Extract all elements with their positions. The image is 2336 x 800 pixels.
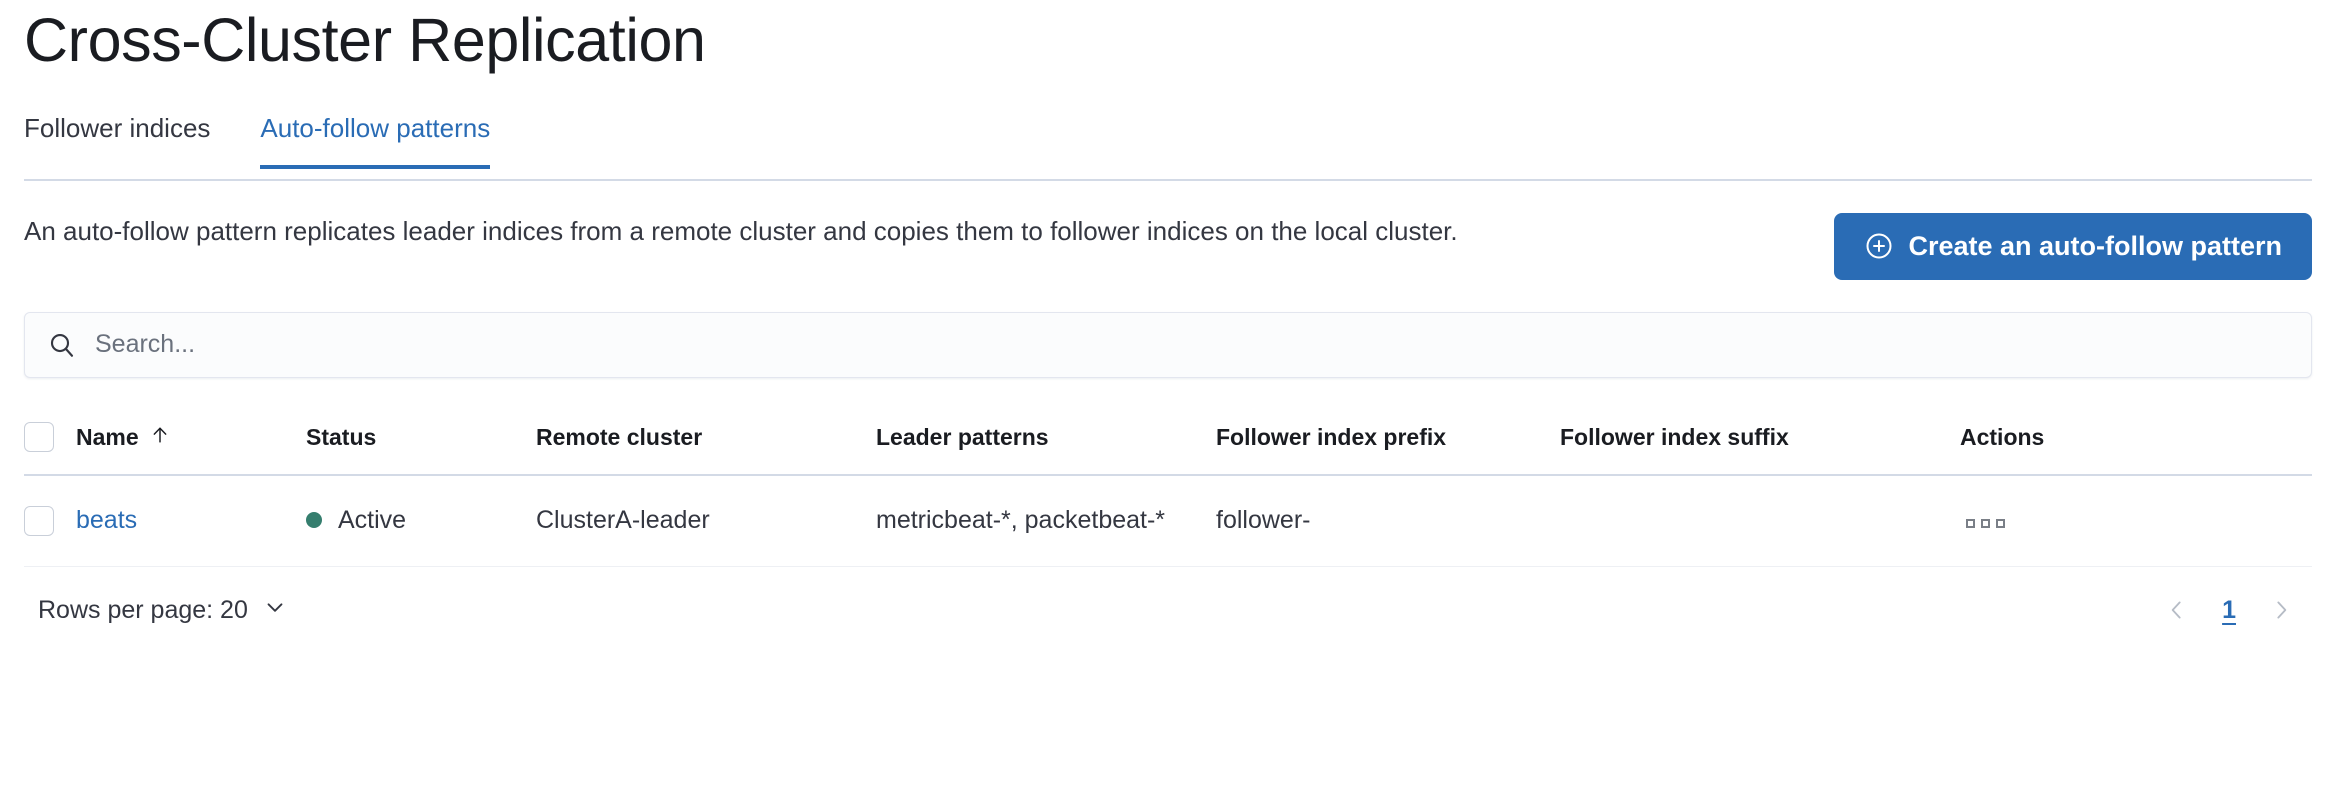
chevron-down-icon: [262, 594, 288, 627]
search-input[interactable]: [95, 312, 2289, 377]
status-label: Active: [338, 505, 407, 534]
table-row: beats Active ClusterA-leader metricbeat-…: [24, 474, 2312, 568]
create-button-label: Create an auto-follow pattern: [1908, 230, 2282, 261]
row-select-cell: [24, 474, 76, 568]
column-header-name-label: Name: [76, 424, 139, 451]
row-checkbox[interactable]: [24, 506, 54, 537]
intro-description: An auto-follow pattern replicates leader…: [24, 215, 1458, 246]
status-dot-icon: [306, 511, 322, 528]
tab-bar: Follower indices Auto-follow patterns: [24, 103, 2312, 181]
column-header-name[interactable]: Name: [76, 405, 306, 476]
chevron-right-icon[interactable]: [2266, 593, 2296, 627]
rows-per-page-selector[interactable]: Rows per page: 20: [38, 594, 288, 627]
tab-follower-indices[interactable]: Follower indices: [24, 103, 210, 167]
cell-remote-cluster: ClusterA-leader: [536, 474, 876, 568]
create-auto-follow-pattern-button[interactable]: Create an auto-follow pattern: [1834, 212, 2312, 280]
table-body: beats Active ClusterA-leader metricbeat-…: [24, 474, 2312, 568]
auto-follow-pattern-link[interactable]: beats: [76, 505, 138, 534]
chevron-left-icon[interactable]: [2162, 593, 2192, 627]
cell-follower-index-prefix: follower-: [1216, 474, 1560, 568]
select-all-header: [24, 405, 76, 476]
cell-leader-patterns: metricbeat-*, packetbeat-*: [876, 474, 1216, 568]
table-footer: Rows per page: 20 1: [24, 593, 2312, 627]
column-header-leader-patterns[interactable]: Leader patterns: [876, 405, 1216, 476]
column-header-status[interactable]: Status: [306, 405, 536, 476]
cell-name: beats: [76, 474, 306, 568]
auto-follow-patterns-table: Name Status Remote cluster Leader patter…: [24, 405, 2312, 568]
cell-actions: [1960, 474, 2312, 568]
pagination: 1: [2162, 593, 2296, 627]
column-header-follower-index-prefix[interactable]: Follower index prefix: [1216, 405, 1560, 476]
arrow-up-icon: [149, 424, 171, 452]
table-header-row: Name Status Remote cluster Leader patter…: [24, 405, 2312, 476]
search-bar[interactable]: [24, 311, 2312, 378]
search-icon: [47, 330, 77, 360]
plus-in-circle-icon: [1864, 231, 1894, 261]
column-header-follower-index-suffix[interactable]: Follower index suffix: [1560, 405, 1960, 476]
select-all-checkbox[interactable]: [24, 421, 54, 452]
cell-status: Active: [306, 474, 536, 568]
column-header-actions: Actions: [1960, 405, 2312, 476]
cell-follower-index-suffix: [1560, 474, 1960, 568]
page-title: Cross-Cluster Replication: [24, 6, 706, 74]
table-header: Name Status Remote cluster Leader patter…: [24, 405, 2312, 476]
tab-auto-follow-patterns[interactable]: Auto-follow patterns: [260, 103, 490, 169]
intro-section: An auto-follow pattern replicates leader…: [24, 211, 2312, 280]
page-number-1[interactable]: 1: [2222, 595, 2236, 624]
rows-per-page-label: Rows per page: 20: [38, 595, 248, 624]
column-header-remote-cluster[interactable]: Remote cluster: [536, 405, 876, 476]
ellipsis-horizontal-icon[interactable]: [1960, 513, 2011, 534]
